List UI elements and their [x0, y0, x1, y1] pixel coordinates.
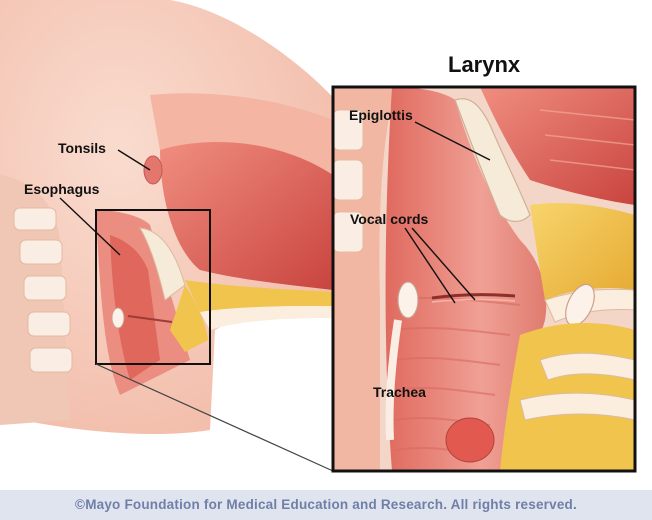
esophagus-label: Esophagus	[24, 181, 99, 197]
head-neck-cross-section	[0, 0, 340, 434]
copyright-footer: ©Mayo Foundation for Medical Education a…	[0, 490, 652, 520]
vocal-cords-label: Vocal cords	[350, 211, 428, 227]
epiglottis-label: Epiglottis	[349, 107, 413, 123]
tonsils-label: Tonsils	[58, 140, 106, 156]
figure-title: Larynx	[448, 52, 520, 78]
trachea-label: Trachea	[373, 384, 426, 400]
larynx-inset	[333, 87, 635, 471]
